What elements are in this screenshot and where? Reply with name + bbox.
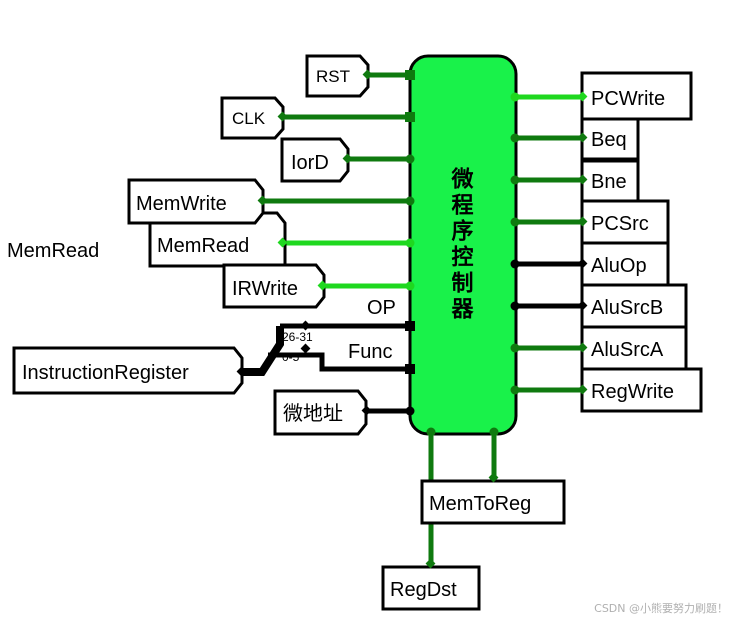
dot-regdst [426,427,436,437]
port-op-label: OP [367,297,396,319]
dot-alusrca [510,343,520,353]
dot-pcwrite [510,92,520,102]
dot-aluop [510,259,520,269]
dot-regwrite [510,385,520,395]
watermark: CSDN @小熊要努力刷题！ [594,601,728,615]
pin-alusrcb-label: AluSrcB [591,297,663,319]
floating-memread-label: MemRead [7,240,99,262]
diamond-pcwrite [577,91,588,102]
pin-pcsrc-label: PCSrc [591,213,649,235]
pin-alusrcb-box [580,283,688,329]
pin-instruction-register-label: InstructionRegister [22,362,189,384]
pin-irwrite[interactable]: IRWrite [222,263,326,309]
pin-pcwrite-box [580,71,693,121]
diamond-micro-address [361,405,372,416]
output-pins: PCWrite Beq Bne PCSrc AluOp AluSrcB AluS… [381,71,703,611]
splitter-hi-label: 26-31 [282,330,313,344]
pin-micro-address-label: 微地址 [283,401,343,425]
port-func [405,364,415,374]
dot-memtoreg [489,427,499,437]
dot-bne [510,175,520,185]
pin-bne-label: Bne [591,171,627,193]
diamond-beq [577,132,588,143]
pin-pcsrc-box [580,199,670,245]
pin-iord-label: IorD [291,152,329,174]
diamond-memwrite [257,195,268,206]
dot-iord [405,154,415,164]
pin-clk[interactable]: CLK [220,96,285,140]
pin-instruction-register[interactable]: InstructionRegister [12,346,244,395]
pin-micro-address[interactable]: 微地址 [273,389,368,436]
dot-memread [405,238,415,248]
pin-memtoreg-label: MemToReg [429,493,531,515]
dot-irwrite [405,281,415,291]
dot-memwrite [405,196,415,206]
diamond-memread [277,237,288,248]
wire-func [268,352,412,372]
connection-markers [236,69,588,569]
diamond-bne [577,174,588,185]
dot-beq [510,133,520,143]
pin-clk-label: CLK [232,109,266,128]
pin-rst[interactable]: RST [305,54,370,98]
wires [242,72,582,566]
diamond-splitter-hi [300,320,311,331]
pin-memread-label: MemRead [157,235,249,257]
pin-regwrite-box [580,367,703,413]
pin-regwrite-label: RegWrite [591,381,674,403]
diamond-regdst [425,558,436,569]
pin-aluop-label: AluOp [591,255,647,277]
pin-beq-box [580,117,640,161]
diamond-memtoreg [488,472,499,483]
diamond-irwrite [317,280,328,291]
dot-pcsrc [510,217,520,227]
pin-beq-label: Beq [591,129,627,151]
input-pins: RST CLK IorD MemRead MemWrite IRWrite [12,54,370,436]
port-op [405,321,415,331]
diamond-splitter-lo [300,343,311,354]
pin-aluop-box [580,241,670,287]
pin-irwrite-label: IRWrite [232,278,298,300]
diamond-regwrite [577,384,588,395]
diamond-alusrca [577,342,588,353]
pin-regdst-label: RegDst [390,579,457,601]
port-rst [405,70,415,80]
dot-alusrcb [510,301,520,311]
splitter-lo-label: 0-5 [282,350,300,364]
pin-alusrca-label: AluSrcA [591,339,664,361]
port-func-label: Func [348,341,392,363]
port-clk [405,112,415,122]
diamond-aluop [577,258,588,269]
diamond-iord [342,153,353,164]
pin-memwrite-label: MemWrite [136,193,227,215]
wire-instruction-bus [242,326,284,376]
diamond-instruction-register [236,366,247,377]
pin-iord[interactable]: IorD [280,137,350,183]
pin-memwrite[interactable]: MemWrite [127,178,265,225]
controller-title: 微程序控制器 [449,166,475,323]
diamond-alusrcb [577,300,588,311]
pin-regdst-box[interactable] [381,565,481,611]
pin-pcwrite-label: PCWrite [591,88,665,110]
pin-rst-label: RST [316,67,350,86]
diamond-pcsrc [577,216,588,227]
dot-micro-address [405,406,415,416]
